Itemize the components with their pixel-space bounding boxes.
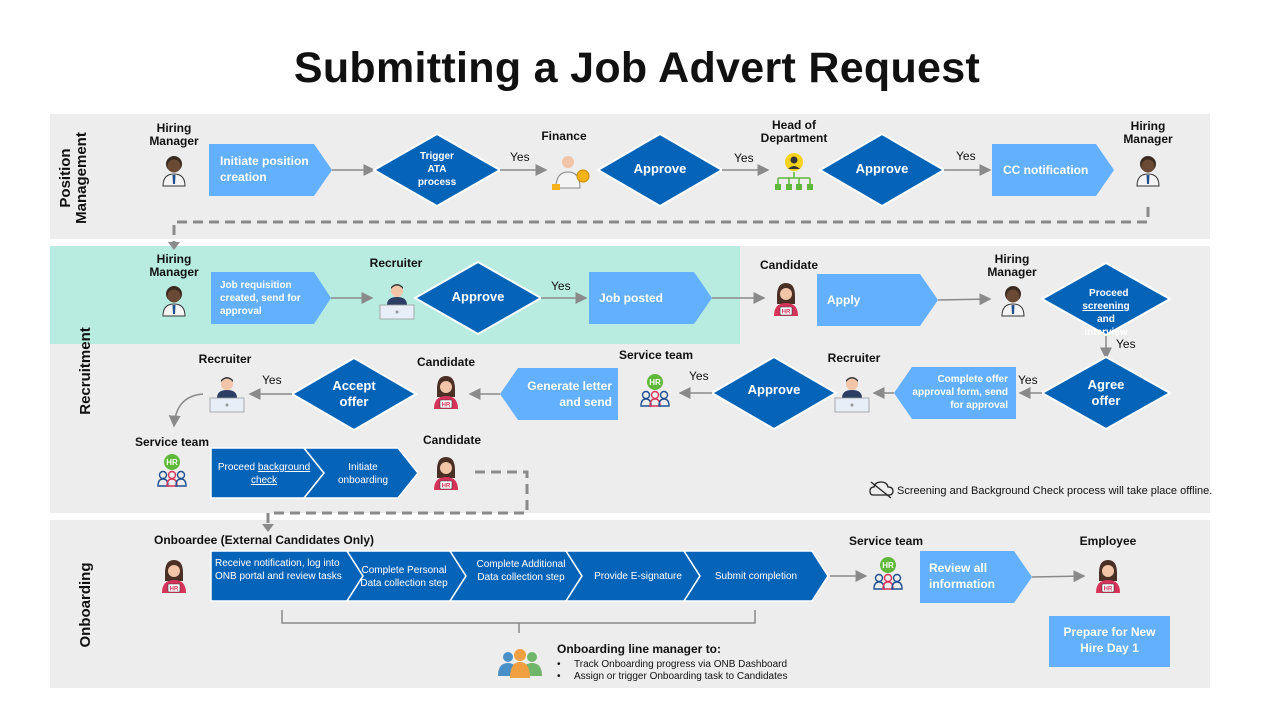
role-service-team: Service team [848, 534, 924, 548]
provide-esignature-label: Provide E-signature [594, 571, 682, 582]
approve-recruiter-diamond [412, 260, 544, 336]
recruiter-icon [209, 376, 245, 413]
role-hiring-manager: Hiring Manager [987, 252, 1037, 279]
complete-offer-label: Complete offer approval form, send for a… [912, 374, 1008, 411]
yes-label: Yes [1116, 337, 1136, 351]
role-finance: Finance [541, 129, 587, 143]
hiring-manager-icon [162, 155, 186, 187]
cc-notification-label: CC notification [1003, 163, 1089, 177]
role-recruiter: Recruiter [827, 351, 881, 365]
candidate-icon [161, 559, 187, 594]
cc-notification-shape [992, 144, 1114, 196]
hiring-manager-icon [1136, 155, 1160, 187]
role-candidate: Candidate [416, 355, 475, 369]
approve-hod-diamond [818, 132, 946, 208]
initiate-position-shape [209, 144, 332, 196]
review-all-label: Review all information [929, 561, 995, 591]
prepare-label: Prepare for New Hire Day 1 [1063, 625, 1156, 655]
apply-shape [817, 274, 938, 326]
agree-offer-label: Agree offer [1087, 377, 1125, 408]
service-team-icon [873, 556, 903, 590]
role-hiring-manager: Hiring Manager [149, 252, 199, 279]
initiate-onboarding-label: Initiate onboarding [337, 462, 389, 486]
approve-label: Approve [451, 289, 505, 304]
approve-label: Approve [747, 382, 801, 397]
yes-label: Yes [551, 279, 571, 293]
yes-label: Yes [262, 373, 282, 387]
role-recruiter: Recruiter [369, 256, 423, 270]
proceed-screening-diamond [1039, 261, 1173, 337]
complete-additional-label: Complete Additional Data collection step [476, 559, 566, 583]
job-requisition-label: Job requisition created, send for approv… [220, 280, 301, 317]
role-onboardee: Onboardee (External Candidates Only) [154, 533, 375, 547]
role-candidate: Candidate [759, 258, 818, 272]
trigger-ata-label: Trigger ATA process [417, 151, 457, 188]
submit-completion-label: Submit completion [714, 571, 798, 582]
trigger-ata-diamond [371, 132, 503, 208]
finance-icon [552, 156, 590, 190]
job-posted-label: Job posted [599, 291, 664, 305]
recruiter-icon [379, 283, 415, 320]
offline-note: Screening and Background Check process w… [897, 485, 1213, 497]
generate-letter-label: Generate letter and send [527, 379, 612, 409]
role-employee: Employee [1079, 534, 1137, 548]
approve-finance-diamond [596, 132, 724, 208]
hiring-manager-icon [1001, 285, 1025, 317]
initiate-position-label: Initiate position creation [220, 154, 309, 184]
role-recruiter: Recruiter [198, 352, 252, 366]
candidate-icon [773, 282, 799, 317]
yes-label: Yes [734, 151, 754, 165]
submit-completion-shape [682, 550, 829, 602]
screening-link[interactable]: screening [1082, 301, 1130, 312]
recruiter-icon [834, 376, 870, 413]
proceed-background-label: Proceed background check [217, 462, 311, 486]
complete-offer-shape [894, 367, 1016, 419]
complete-personal-label: Complete Personal Data collection step [360, 565, 448, 589]
accept-offer-diamond [290, 356, 418, 432]
service-team-icon [157, 453, 187, 487]
role-service-team: Service team [134, 435, 210, 449]
role-service-team: Service team [618, 348, 694, 362]
job-requisition-shape [211, 272, 331, 324]
receive-notification-label: Receive notification, log into ONB porta… [215, 558, 342, 582]
role-candidate: Candidate [422, 433, 481, 447]
agree-offer-diamond [1039, 355, 1173, 431]
initiate-onboarding-shape [302, 447, 419, 499]
approve-label: Approve [633, 161, 687, 176]
candidate-icon [433, 375, 459, 410]
accept-offer-label: Accept offer [332, 378, 376, 409]
approve-label: Approve [855, 161, 909, 176]
job-posted-shape [589, 272, 712, 324]
generate-letter-shape [500, 368, 618, 420]
role-hiring-manager: Hiring Manager [149, 121, 199, 148]
yes-label: Yes [510, 150, 530, 164]
background-check-link[interactable]: background check [250, 462, 311, 486]
line-manager-title: Onboarding line manager to: [557, 642, 722, 656]
approve-recruiter2-diamond [710, 355, 838, 431]
candidate-icon [1095, 559, 1121, 594]
line-manager-item: •Track Onboarding progress via ONB Dashb… [557, 659, 788, 670]
yes-label: Yes [1018, 373, 1038, 387]
role-head-of-department: Head of Department [760, 118, 828, 145]
yes-label: Yes [956, 149, 976, 163]
hiring-manager-icon [162, 285, 186, 317]
role-hiring-manager: Hiring Manager [1123, 119, 1173, 146]
line-manager-item: •Assign or trigger Onboarding task to Ca… [557, 671, 788, 682]
org-chart-icon [775, 153, 813, 190]
line-manager-block: Onboarding line manager to: •Track Onboa… [557, 642, 787, 682]
cloud-offline-icon [869, 481, 894, 499]
apply-label: Apply [827, 293, 861, 307]
lane-onboarding [50, 520, 1210, 688]
candidate-icon [433, 456, 459, 491]
review-all-shape [920, 551, 1032, 603]
team-group-icon [498, 649, 542, 678]
page-title: Submitting a Job Advert Request [293, 44, 981, 92]
yes-label: Yes [689, 369, 709, 383]
service-team-icon [640, 373, 670, 407]
prepare-box [1049, 616, 1170, 667]
